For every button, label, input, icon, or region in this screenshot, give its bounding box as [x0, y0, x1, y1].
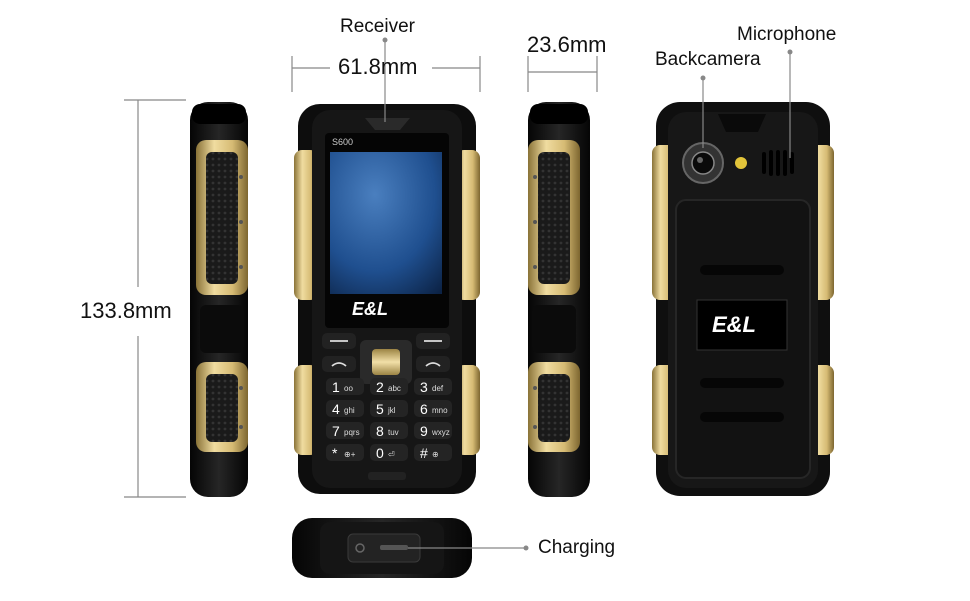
key-digit: 1 [332, 379, 340, 395]
height-dimension [124, 99, 186, 498]
charging-port [380, 545, 408, 550]
key-digit: 2 [376, 379, 384, 395]
microphone-callout: Microphone [737, 24, 837, 45]
key-letters: oo [344, 384, 353, 393]
key-5[interactable] [370, 400, 408, 417]
key-digit: * [332, 445, 338, 461]
receiver-callout: Receiver [340, 16, 415, 37]
height-label: 133.8mm [80, 298, 172, 323]
width-dimension [291, 56, 481, 92]
key-letters: ⏎ [388, 450, 395, 459]
key-digit: 7 [332, 423, 340, 439]
screen [330, 152, 442, 294]
key-digit: 5 [376, 401, 384, 417]
receiver-grille [365, 118, 410, 130]
phone-back [652, 102, 834, 496]
key-digit: # [420, 445, 428, 461]
key-digit: 6 [420, 401, 428, 417]
key-letters: ghi [344, 406, 355, 415]
key-letters: mno [432, 406, 448, 415]
depth-label: 23.6mm [527, 32, 607, 57]
key-8[interactable] [370, 422, 408, 439]
key-letters: ⊕ [432, 450, 439, 459]
depth-dimension [527, 56, 598, 92]
key-letters: jkl [387, 406, 396, 415]
nav-key[interactable] [372, 349, 400, 375]
width-label: 61.8mm [338, 54, 418, 79]
speaker-grille [762, 150, 794, 176]
end-button[interactable] [416, 356, 450, 372]
key-letters: def [432, 384, 444, 393]
key-star[interactable] [326, 444, 364, 461]
callout-leaders [382, 37, 793, 551]
key-7[interactable] [326, 422, 364, 439]
key-letters: pqrs [344, 428, 360, 437]
key-hash[interactable] [414, 444, 452, 461]
backcamera-callout: Backcamera [655, 49, 761, 70]
key-3[interactable] [414, 378, 452, 395]
key-letters: tuv [388, 428, 399, 437]
phone-bottom [292, 518, 472, 578]
key-digit: 4 [332, 401, 340, 417]
key-letters: abc [388, 384, 401, 393]
model-label: S600 [332, 137, 354, 147]
call-button[interactable] [322, 356, 356, 372]
charging-callout: Charging [538, 537, 616, 558]
key-9[interactable] [414, 422, 452, 439]
key-1[interactable] [326, 378, 364, 395]
key-4[interactable] [326, 400, 364, 417]
key-digit: 0 [376, 445, 384, 461]
phone-side-left [190, 102, 248, 497]
key-2[interactable] [370, 378, 408, 395]
phone-side-right [528, 102, 590, 497]
back-brand-logo: E&L [712, 312, 756, 337]
key-6[interactable] [414, 400, 452, 417]
key-letters: ⊕+ [344, 450, 356, 459]
end-call-icon [425, 362, 441, 367]
flash-led [735, 157, 747, 169]
key-0[interactable] [370, 444, 408, 461]
key-digit: 9 [420, 423, 428, 439]
front-brand-logo: E&L [352, 299, 388, 319]
front-microphone [368, 472, 406, 480]
call-icon [331, 362, 347, 367]
key-letters: wxyz [431, 428, 450, 437]
key-digit: 8 [376, 423, 384, 439]
key-digit: 3 [420, 379, 428, 395]
